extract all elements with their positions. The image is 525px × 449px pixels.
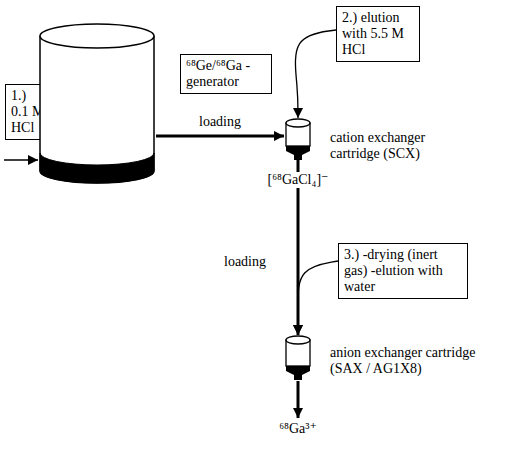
cartridge [284, 118, 312, 160]
step-text: 3.) -drying (inert gas) -elution with wa… [344, 247, 462, 295]
step-text: 2.) elution with 5.5 M HCl [342, 10, 414, 58]
species-label: [⁶⁸GaCl₄]⁻ [266, 172, 331, 188]
generator-cylinder [38, 22, 156, 187]
flow-arrow [295, 30, 336, 118]
edge-label: loading [222, 254, 268, 270]
cartridge-node: cation exchanger cartridge (SCX) [284, 118, 312, 160]
cartridge-top [286, 119, 310, 127]
outlet-arrow [297, 381, 300, 418]
cylinder-base [40, 153, 154, 183]
cylinder-body [40, 36, 154, 183]
flow-arrow [298, 261, 338, 335]
edge-label: loading [197, 114, 243, 130]
cartridge [284, 335, 312, 380]
part-label: ⁶⁸Ge/⁶⁸Ga - generator [180, 54, 272, 94]
cartridge-top [286, 336, 310, 344]
generator: ⁶⁸Ge/⁶⁸Ga - generator [38, 22, 156, 187]
step-box: 2.) elution with 5.5 M HCl [336, 6, 420, 62]
cartridge-node: anion exchanger cartridge (SAX / AG1X8) [284, 335, 312, 380]
product-label: ⁶⁸Ga³⁺ [277, 421, 319, 437]
cylinder-top [40, 24, 154, 48]
part-label: cation exchanger cartridge (SCX) [330, 130, 435, 162]
inlet-arrow [4, 159, 38, 161]
step-box: 3.) -drying (inert gas) -elution with wa… [338, 243, 468, 299]
cartridge-outlet [286, 146, 310, 160]
flow-arrow [156, 135, 284, 138]
part-label: anion exchanger cartridge (SAX / AG1X8) [330, 345, 483, 377]
cartridge-outlet [286, 366, 310, 380]
